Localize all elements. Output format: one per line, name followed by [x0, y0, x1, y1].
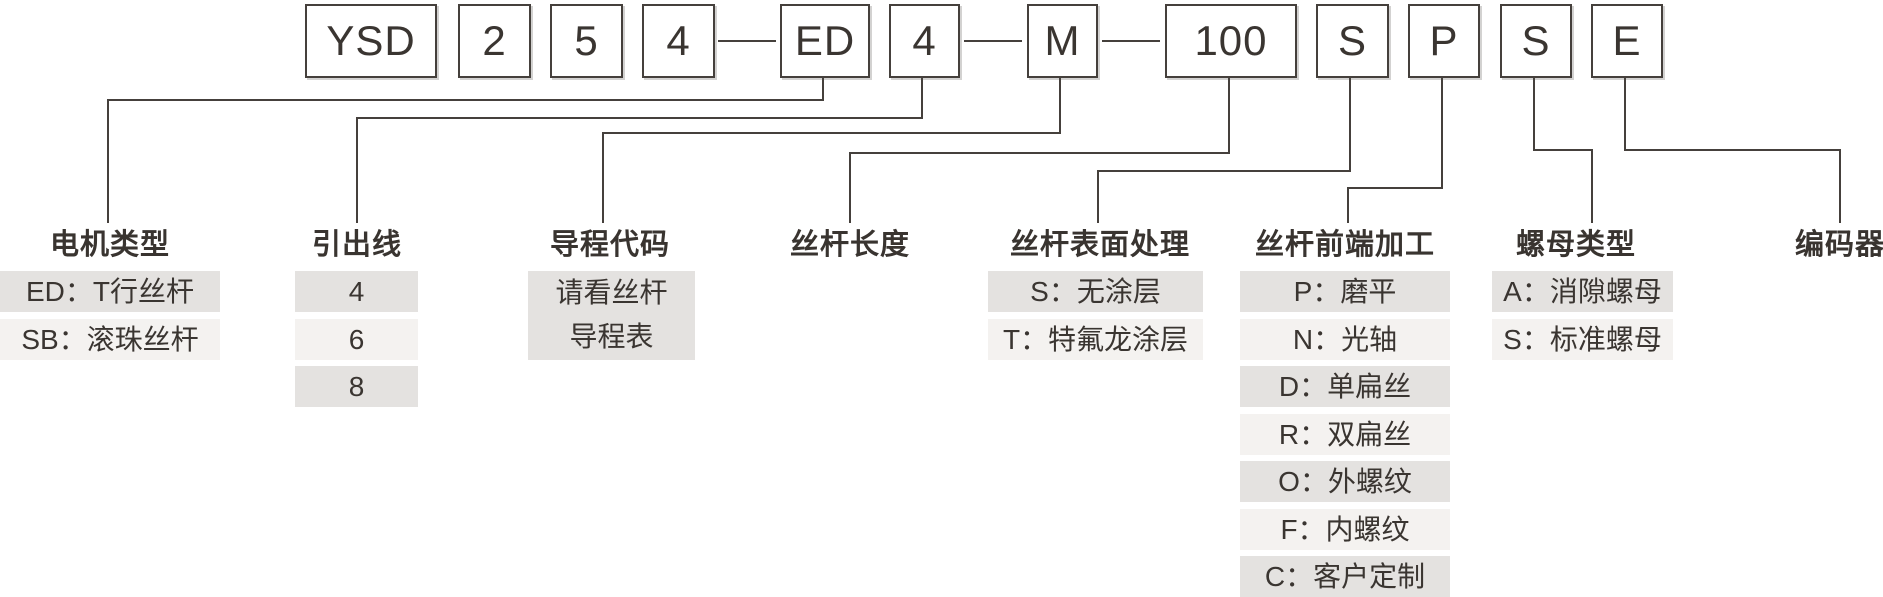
legend-item: ED：T行丝杆 — [0, 271, 220, 312]
column-title: 电机类型 — [49, 229, 170, 261]
column-title: 引出线 — [311, 229, 402, 261]
connector-line — [1533, 77, 1593, 223]
column-title: 丝杆前端加工 — [1254, 229, 1435, 261]
code-box: 2 — [458, 4, 531, 78]
connector-line — [1347, 77, 1443, 223]
code-box: S — [1316, 4, 1389, 78]
column-title: 丝杆表面处理 — [1009, 229, 1190, 261]
legend-item: SB：滚珠丝杆 — [0, 319, 220, 360]
code-box: 5 — [550, 4, 623, 78]
connector-line — [1097, 77, 1351, 223]
legend-item-line: 导程表 — [569, 321, 654, 352]
legend-item: O：外螺纹 — [1240, 461, 1450, 502]
legend-item: T：特氟龙涂层 — [988, 319, 1203, 360]
connector-line — [849, 77, 1230, 223]
column-title: 编码器 — [1794, 229, 1883, 261]
code-box: S — [1500, 4, 1572, 78]
code-box: YSD — [305, 4, 437, 78]
legend-item: 请看丝杆导程表 — [528, 271, 695, 360]
connector-line — [356, 77, 923, 223]
code-box: 100 — [1165, 4, 1297, 78]
code-box: 4 — [889, 4, 960, 78]
column-title: 螺母类型 — [1515, 229, 1636, 261]
legend-item: D：单扁丝 — [1240, 366, 1450, 407]
legend-item: C：客户定制 — [1240, 556, 1450, 597]
legend-item: F：内螺纹 — [1240, 509, 1450, 550]
legend-item: S：无涂层 — [988, 271, 1203, 312]
legend-item: 4 — [295, 271, 418, 312]
legend-item-line: 请看丝杆 — [555, 277, 668, 308]
connector-line — [1624, 77, 1841, 223]
legend-item: A：消隙螺母 — [1492, 271, 1673, 312]
code-separator-dash — [718, 40, 776, 42]
code-box: P — [1408, 4, 1480, 78]
legend-item: P：磨平 — [1240, 271, 1450, 312]
code-box: ED — [780, 4, 870, 78]
legend-item: 6 — [295, 319, 418, 360]
code-separator-dash — [964, 40, 1022, 42]
connector-line — [602, 77, 1061, 223]
code-box: E — [1591, 4, 1663, 78]
column-title: 导程代码 — [549, 229, 670, 261]
code-separator-dash — [1102, 40, 1160, 42]
code-box: 4 — [642, 4, 715, 78]
connector-line — [107, 77, 824, 223]
column-title: 丝杆长度 — [789, 229, 910, 261]
legend-item: S：标准螺母 — [1492, 319, 1673, 360]
legend-item: N：光轴 — [1240, 319, 1450, 360]
legend-item: 8 — [295, 366, 418, 407]
legend-item: R：双扁丝 — [1240, 414, 1450, 455]
code-box: M — [1027, 4, 1098, 78]
